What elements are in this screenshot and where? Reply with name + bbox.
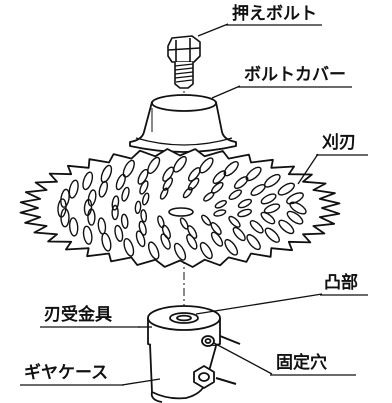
blade-slot	[138, 220, 147, 236]
blade-slot	[179, 217, 189, 230]
blade-slot	[264, 227, 280, 243]
blade-slot	[182, 187, 193, 199]
boss-label: 凸部	[324, 273, 358, 293]
bolt-cover-leader	[211, 85, 241, 99]
blade-slot	[201, 214, 212, 226]
blade-slot	[213, 209, 227, 217]
blade-slot	[245, 166, 262, 182]
gear-case-leader	[121, 378, 161, 386]
blade-slot	[137, 168, 149, 185]
blade-slot	[228, 215, 241, 228]
blade-slot	[263, 203, 281, 214]
blade-slot	[210, 231, 224, 247]
blade-center-hole	[168, 207, 194, 217]
blade-leader	[297, 153, 319, 185]
blade-slot	[212, 170, 227, 185]
blade-slot	[228, 189, 243, 201]
blade-slot	[147, 241, 160, 260]
blade-slot	[82, 171, 94, 191]
blade-slot	[121, 186, 130, 202]
blade-slot	[173, 242, 187, 261]
blade-label: 刈刃	[322, 133, 356, 153]
blade-slot	[120, 213, 129, 229]
blade-slot	[233, 176, 249, 190]
blade-slot	[232, 226, 246, 242]
blade-slot	[115, 173, 126, 191]
blade-slot	[224, 238, 239, 256]
blade-slot	[160, 233, 171, 250]
blade-slot	[157, 215, 165, 229]
blade-slot	[278, 219, 295, 235]
blade-slot	[98, 180, 109, 198]
boss-leader	[195, 293, 323, 315]
blade-slot	[159, 187, 169, 200]
blade-slot	[60, 188, 70, 208]
blade-slot	[210, 222, 222, 235]
blade-slot	[246, 234, 261, 251]
blade-slot	[162, 166, 175, 182]
blade-slot	[260, 193, 277, 205]
blade-icon	[19, 148, 341, 268]
gear-case-shaft-lines	[215, 335, 241, 385]
gear-case-icon	[149, 335, 217, 403]
bolt-cover-label: ボルトカバー	[244, 65, 346, 85]
blade-slot	[187, 167, 201, 182]
blade-slot	[57, 198, 67, 218]
blade-slot	[286, 192, 304, 205]
blade-slot	[187, 177, 200, 191]
blade-slot	[214, 200, 227, 209]
blade-slot	[237, 198, 253, 209]
blade-slot	[134, 200, 142, 214]
blade-slot	[140, 209, 148, 223]
blade-slot	[286, 210, 304, 225]
blade-slot	[139, 180, 149, 195]
blade-slot	[250, 183, 266, 197]
blade-slot	[82, 225, 93, 245]
blade-slot	[260, 211, 276, 225]
blade-slot	[186, 233, 198, 250]
blade-slot	[135, 230, 146, 248]
blade-slot	[114, 224, 124, 242]
blade-slot	[199, 157, 214, 174]
blade-slot	[123, 237, 135, 257]
blade-slot	[87, 189, 97, 207]
fixing-hole-label: 固定穴	[276, 353, 327, 373]
blade-slot	[68, 217, 79, 237]
bolt-icon	[167, 35, 201, 89]
blade-slot	[173, 155, 187, 173]
fixing-hole-leader	[213, 342, 273, 375]
blade-slot	[277, 182, 295, 196]
blade-slot	[141, 192, 150, 206]
gear-case-label: ギヤケース	[24, 363, 109, 383]
press-bolt-label: 押えボルト	[232, 4, 317, 24]
blade-slot	[68, 179, 79, 199]
blade-slot	[60, 207, 70, 228]
blade-slot	[147, 156, 161, 175]
blade-slot	[203, 191, 215, 202]
press-bolt-leader	[197, 23, 229, 37]
blade-slot	[237, 208, 253, 218]
blade-holder-label: 刃受金具	[44, 305, 112, 325]
blade-slot	[97, 217, 107, 235]
bolt-cover-icon	[129, 94, 237, 153]
blade-slot	[199, 241, 213, 260]
blade-slot	[111, 195, 120, 211]
blade-slot	[249, 220, 264, 234]
blade-slot	[111, 204, 119, 221]
